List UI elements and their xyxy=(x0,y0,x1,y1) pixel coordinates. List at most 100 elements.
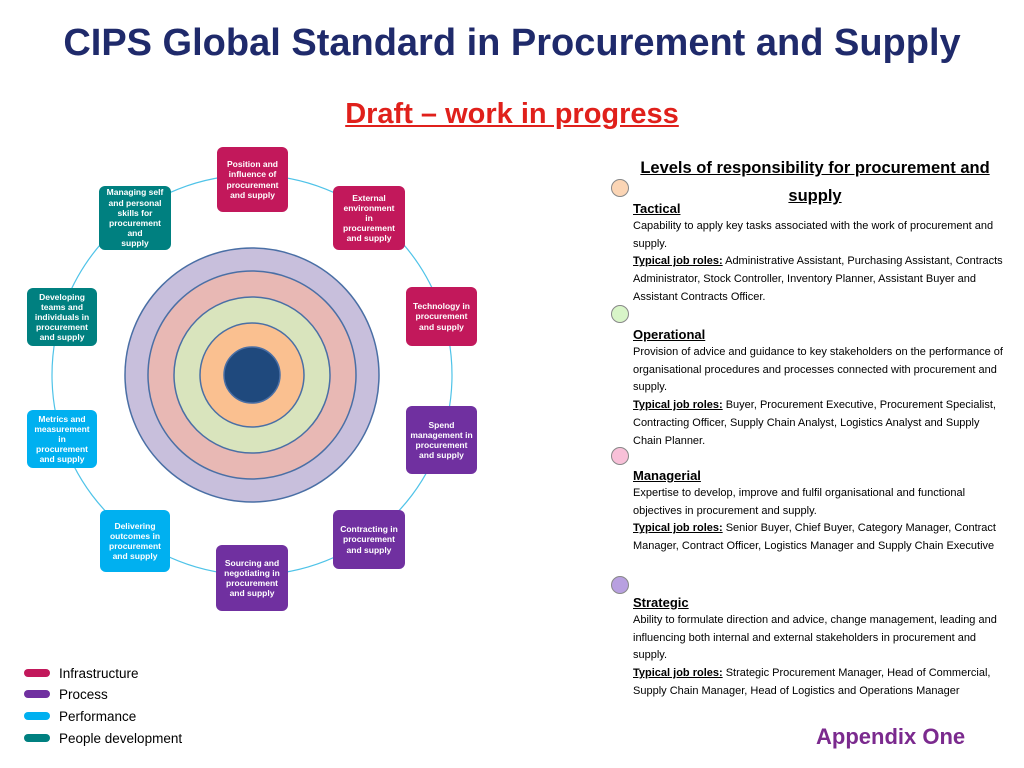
wheel-box-line: skills for xyxy=(117,207,153,218)
wheel-box-line: and supply xyxy=(39,332,85,343)
wheel-box-line: procurement xyxy=(343,223,395,234)
wheel-box-line: procurement xyxy=(226,179,279,190)
wheel-box-line: and supply xyxy=(419,321,464,332)
level-dot-managerial xyxy=(611,447,629,465)
legend-item: Performance xyxy=(24,706,136,726)
roles-label: Typical job roles: xyxy=(633,667,723,680)
wheel-box-line: procurement xyxy=(36,444,88,455)
level-dot-operational xyxy=(611,305,629,323)
wheel-box-line: Sourcing and xyxy=(224,557,280,568)
legend-label: People development xyxy=(59,730,183,746)
level-description: Expertise to develop, improve and fulfil… xyxy=(633,487,966,517)
page-title: CIPS Global Standard in Procurement and … xyxy=(63,22,961,64)
legend-label: Infrastructure xyxy=(59,665,139,681)
wheel-box-line: Managing self xyxy=(106,187,164,198)
legend-item: Infrastructure xyxy=(24,663,139,683)
level-description: Provision of advice and guidance to key … xyxy=(633,346,1003,394)
wheel-box-line: and supply xyxy=(39,454,85,465)
level-roles: Typical job roles: Senior Buyer, Chief B… xyxy=(633,520,1003,555)
ring-4 xyxy=(223,346,281,404)
level-dot-strategic xyxy=(611,576,629,594)
level-name: Strategic xyxy=(633,595,689,610)
level-dot-tactical xyxy=(611,179,629,197)
level-description: Ability to formulate direction and advic… xyxy=(633,614,997,662)
level-name: Operational xyxy=(633,327,706,342)
wheel-box-line: in xyxy=(58,433,66,444)
legend-swatch xyxy=(24,690,50,698)
wheel-box-line: and supply xyxy=(346,544,392,555)
wheel-box-line: and personal xyxy=(108,197,162,208)
wheel-box-line: measurement xyxy=(34,423,90,434)
legend-item: Process xyxy=(24,684,108,704)
wheel-box-line: and supply xyxy=(419,450,464,461)
wheel-box-line: Developing xyxy=(39,291,85,302)
legend-label: Performance xyxy=(59,708,137,724)
level-name: Managerial xyxy=(633,468,701,483)
roles-label: Typical job roles: xyxy=(633,399,723,412)
wheel-box-line: Delivering xyxy=(114,520,156,531)
roles-text: Senior Buyer, Chief Buyer, Category Mana… xyxy=(633,522,996,553)
wheel-box-line: individuals in xyxy=(34,311,90,322)
level-roles: Typical job roles: Buyer, Procurement Ex… xyxy=(633,397,1003,450)
wheel-box-line: procurement xyxy=(415,440,468,450)
wheel-box-line: and supply xyxy=(346,233,392,244)
wheel-box-line: negotiating in xyxy=(224,567,280,578)
wheel-box-line: supply xyxy=(121,238,149,249)
subtitle-text: Draft – work in progress xyxy=(345,98,679,130)
wheel-box-line: Technology in xyxy=(413,301,470,312)
levels-title-text: Levels of responsibility for procurement… xyxy=(640,159,990,206)
wheel-box-line: Metrics and xyxy=(38,413,86,424)
wheel-box-line: influence of xyxy=(228,169,277,180)
legend-swatch xyxy=(24,669,50,677)
wheel-box-line: Spend xyxy=(428,419,455,430)
wheel-box-line: outcomes in xyxy=(109,530,161,541)
roles-text: Buyer, Procurement Executive, Procuremen… xyxy=(633,399,996,447)
roles-text: Strategic Procurement Manager, Head of C… xyxy=(633,667,991,697)
wheel-box-line: procurement xyxy=(343,534,395,545)
roles-label: Typical job roles: xyxy=(633,522,723,535)
wheel-box-line: procurement xyxy=(226,578,278,588)
wheel-box-line: and supply xyxy=(230,189,275,200)
legend-item: People development xyxy=(24,728,182,748)
levels-title: Levels of responsibility for procurement… xyxy=(640,154,990,210)
wheel-box-line: and supply xyxy=(112,551,158,562)
wheel-box-line: and supply xyxy=(229,588,275,599)
wheel-box-line: procurement xyxy=(415,311,468,322)
wheel-box-line: procurement xyxy=(36,322,88,333)
page-subtitle: Draft – work in progress xyxy=(0,98,1024,131)
appendix-label: Appendix One xyxy=(816,724,966,749)
roles-text: Administrative Assistant, Purchasing Ass… xyxy=(633,255,1003,303)
legend-swatch xyxy=(24,712,50,720)
wheel-box-line: teams and xyxy=(40,301,84,312)
wheel-box-line: management in xyxy=(410,429,473,440)
level-name: Tactical xyxy=(633,201,681,216)
legend-swatch xyxy=(24,734,50,742)
wheel-box-line: External xyxy=(352,192,386,203)
wheel-box-line: in xyxy=(365,212,373,223)
wheel-box-line: environment xyxy=(343,202,395,213)
level-roles: Typical job roles: Administrative Assist… xyxy=(633,253,1003,306)
wheel-box-line: procurement and xyxy=(109,218,161,239)
legend-label: Process xyxy=(59,686,108,702)
level-roles: Typical job roles: Strategic Procurement… xyxy=(633,665,1003,700)
wheel-box-line: Contracting in xyxy=(340,524,398,535)
wheel-box-line: Position and xyxy=(227,159,278,170)
wheel-box-line: procurement xyxy=(109,541,161,551)
roles-label: Typical job roles: xyxy=(633,255,723,268)
level-description: Capability to apply key tasks associated… xyxy=(633,220,994,250)
standard-wheel xyxy=(51,174,453,576)
